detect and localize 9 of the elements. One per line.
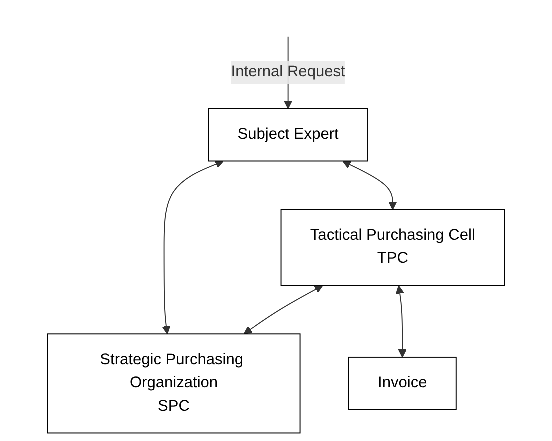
node-box: Subject Expert — [208, 108, 368, 162]
edge-label: Internal Request — [231, 64, 346, 81]
arrow — [244, 285, 324, 335]
node-box: Invoice — [348, 356, 457, 410]
node-box: Tactical Purchasing Cell TPC — [280, 209, 505, 286]
arrow — [342, 160, 398, 210]
arrow — [396, 286, 407, 358]
node-box: Strategic Purchasing Organization SPC — [47, 334, 301, 434]
arrow — [162, 160, 224, 335]
